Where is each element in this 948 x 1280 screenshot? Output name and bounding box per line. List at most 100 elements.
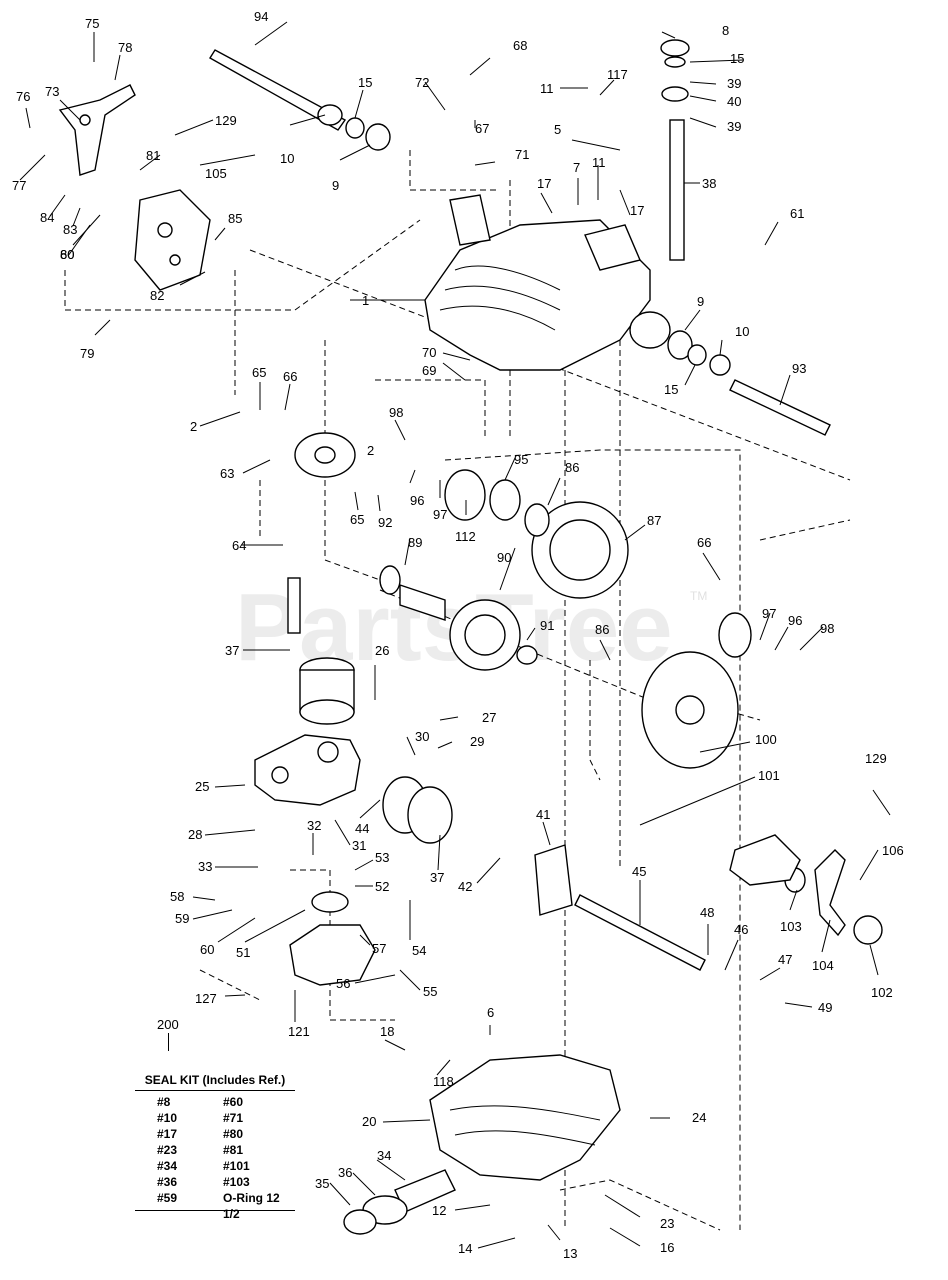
part-label: 83: [63, 222, 77, 237]
main-housing-upper: [424, 194, 671, 371]
motor-cylinder-block: [382, 776, 453, 844]
part-label: 26: [375, 643, 389, 658]
part-label: 54: [412, 943, 426, 958]
part-label: 127: [195, 991, 217, 1006]
part-label: 67: [475, 121, 489, 136]
part-label: 52: [375, 879, 389, 894]
part-label: 98: [820, 621, 834, 636]
seal-kit-row: #8#60: [135, 1094, 295, 1110]
part-label: 44: [355, 821, 369, 836]
part-label: 14: [458, 1241, 472, 1256]
seal-kit-ref: #34: [157, 1159, 178, 1173]
seal-kit-number: 200: [157, 1017, 179, 1032]
part-label: 31: [352, 838, 366, 853]
part-label: 16: [660, 1240, 674, 1255]
part-label: 121: [288, 1024, 310, 1039]
part-label: 65: [252, 365, 266, 380]
seal-kit-leader: [168, 1033, 169, 1051]
part-label: 25: [195, 779, 209, 794]
part-label: 7: [573, 160, 580, 175]
part-label: 9: [332, 178, 339, 193]
part-label: 39: [727, 119, 741, 134]
seal-kit-ref: #103: [223, 1175, 250, 1189]
part-label: 12: [432, 1203, 446, 1218]
lever-arm: [58, 84, 136, 176]
seal-kit-ref: #101: [223, 1159, 250, 1173]
part-label: 36: [338, 1165, 352, 1180]
part-label: 20: [362, 1114, 376, 1129]
part-label: 56: [336, 976, 350, 991]
seal-kit-ref: #17: [157, 1127, 178, 1141]
part-label: 61: [790, 206, 804, 221]
shaft-94: [209, 49, 347, 131]
lower-housing: [429, 1054, 621, 1181]
seal-kit-row: #10#71: [135, 1110, 295, 1126]
part-label: 29: [470, 734, 484, 749]
part-label: 69: [422, 363, 436, 378]
bypass-rod-104: [784, 849, 883, 945]
part-label: 58: [170, 889, 184, 904]
part-label: 106: [882, 843, 904, 858]
part-label: 102: [871, 985, 893, 1000]
part-label: 40: [727, 94, 741, 109]
part-label: 93: [792, 361, 806, 376]
part-label: 94: [254, 9, 268, 24]
watermark-tm: TM: [690, 589, 707, 603]
seal-kit-ref: #59: [157, 1191, 178, 1205]
part-label: 90: [497, 550, 511, 565]
part-label: 24: [692, 1110, 706, 1125]
part-label: 41: [536, 807, 550, 822]
part-label: 68: [513, 38, 527, 53]
seal-kit-ref: #23: [157, 1143, 178, 1157]
brake-disc: [641, 651, 739, 769]
shaft-93: [729, 379, 831, 436]
part-label: 118: [433, 1074, 454, 1089]
part-label: 23: [660, 1216, 674, 1231]
shaft-38: [669, 119, 685, 261]
seal-kit-row: #17#80: [135, 1126, 295, 1142]
part-label: 55: [423, 984, 437, 999]
part-label: 81: [146, 148, 160, 163]
part-label: 63: [220, 466, 234, 481]
part-label: 82: [150, 288, 164, 303]
part-label: 92: [378, 515, 392, 530]
part-label: 35: [315, 1176, 329, 1191]
part-label: 10: [280, 151, 294, 166]
seal-kit-ref: #60: [223, 1095, 244, 1109]
part-label: 112: [455, 529, 476, 544]
plate-100: [729, 834, 801, 886]
part-label: 33: [198, 859, 212, 874]
part-label: 2: [190, 419, 197, 434]
part-label: 60: [200, 942, 214, 957]
part-label: 17: [537, 176, 551, 191]
part-label: 64: [232, 538, 246, 553]
part-label: 47: [778, 952, 792, 967]
part-label: 71: [515, 147, 529, 162]
part-label: 6: [487, 1005, 494, 1020]
part-label: 17: [630, 203, 644, 218]
part-label: 104: [812, 958, 834, 973]
part-label: 60: [60, 247, 74, 262]
part-label: 53: [375, 850, 389, 865]
part-label: 100: [755, 732, 777, 747]
part-label: 105: [205, 166, 227, 181]
part-label: 129: [865, 751, 887, 766]
part-label: 39: [727, 76, 741, 91]
part-label: 30: [415, 729, 429, 744]
seal-kit-ref: #81: [223, 1143, 244, 1157]
part-label: 18: [380, 1024, 394, 1039]
part-label: 38: [702, 176, 716, 191]
part-label: 89: [408, 535, 422, 550]
part-label: 11: [540, 81, 554, 96]
filter-34: [343, 1169, 456, 1235]
seal-kit-rows: #8#60 #10#71 #17#80 #23 #81 #34 #101 #36 #1…: [135, 1091, 295, 1221]
seal-kit-ref: #36: [157, 1175, 178, 1189]
pump-cylinder-block: [287, 577, 355, 725]
bracket-41: [534, 844, 573, 916]
part-label: 117: [607, 67, 628, 82]
part-label: 11: [592, 155, 606, 170]
part-label: 72: [415, 75, 429, 90]
part-label: 86: [565, 460, 579, 475]
part-label: 87: [647, 513, 661, 528]
